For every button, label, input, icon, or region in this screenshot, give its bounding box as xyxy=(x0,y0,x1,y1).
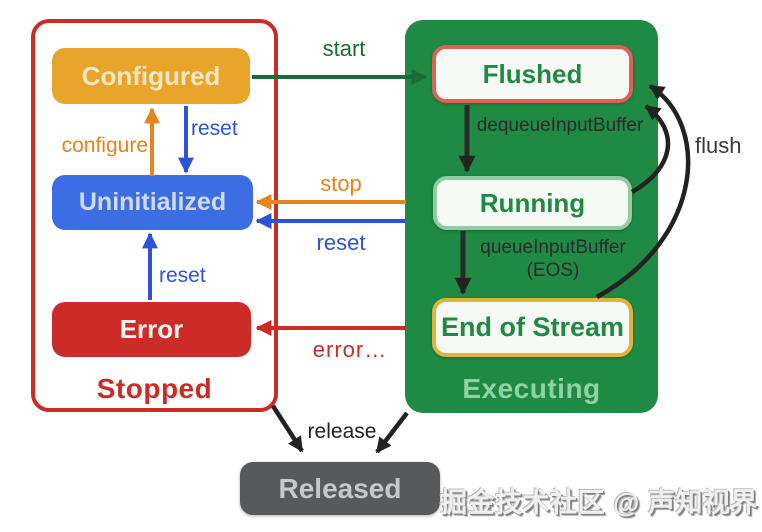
stopped-group-container xyxy=(31,19,278,412)
queue-input-buffer-label: queueInputBuffer (EOS) xyxy=(461,236,645,282)
configure-label: configure xyxy=(61,134,148,157)
reset-top-label: reset xyxy=(191,117,238,140)
queue-input-buffer-label-line1: queueInputBuffer xyxy=(480,237,626,258)
reset-bottom-label: reset xyxy=(159,264,206,287)
state-uninitialized: Uninitialized xyxy=(52,175,253,230)
state-flushed: Flushed xyxy=(432,45,633,103)
stop-label: stop xyxy=(320,171,362,196)
executing-group-label: Executing xyxy=(462,373,601,404)
reset-mid-label: reset xyxy=(316,230,366,255)
error-label: error… xyxy=(312,337,388,362)
flush-label: flush xyxy=(695,133,742,158)
release-arrow-right xyxy=(375,411,409,454)
state-released: Released xyxy=(240,462,440,515)
state-running: Running xyxy=(433,176,632,230)
state-configured: Configured xyxy=(52,48,250,104)
watermark-text: 掘金技术社区 @ 声知视界 xyxy=(440,488,758,518)
dequeue-input-buffer-label: dequeueInputBuffer xyxy=(476,115,644,136)
state-end-of-stream: End of Stream xyxy=(432,298,633,357)
release-arrow-left xyxy=(271,404,304,453)
start-label: start xyxy=(322,36,366,61)
stopped-group-label: Stopped xyxy=(96,373,213,404)
release-label: release xyxy=(307,420,377,443)
state-error: Error xyxy=(52,302,251,357)
queue-input-buffer-label-line2: (EOS) xyxy=(526,260,580,281)
